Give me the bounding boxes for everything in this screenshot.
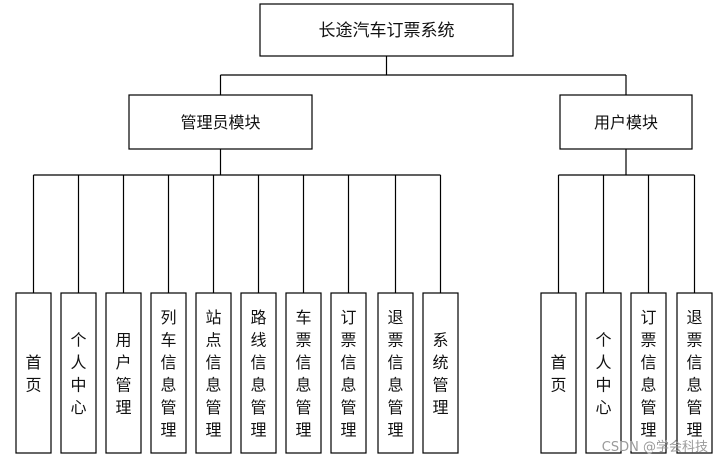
module-admin: 管理员模块 (128, 94, 313, 150)
leaf-box (540, 292, 577, 454)
leaf-box (377, 292, 414, 454)
leaf-box (585, 292, 622, 454)
leaf-box (240, 292, 277, 454)
leaf-box (630, 292, 667, 454)
leaf-label: 站点信息管理 (205, 308, 221, 440)
leaf-node-user-2: 订票信息管理 (630, 292, 667, 454)
leaf-node-admin-3: 列车信息管理 (150, 292, 187, 454)
leaf-node-user-3: 退票信息管理 (676, 292, 713, 454)
leaf-box (676, 292, 713, 454)
leaf-label: 个人中心 (70, 330, 86, 417)
leaf-label: 退票信息管理 (387, 308, 403, 440)
module-user: 用户模块 (559, 94, 693, 150)
leaf-box (15, 292, 52, 454)
leaf-label: 车票信息管理 (295, 308, 311, 440)
leaf-box (285, 292, 322, 454)
connector-lines (32, 56, 696, 293)
leaf-node-admin-5: 路线信息管理 (240, 292, 277, 454)
leaf-label: 路线信息管理 (250, 308, 266, 440)
leaf-label: 订票信息管理 (340, 308, 356, 440)
leaf-label: 列车信息管理 (160, 308, 176, 440)
leaf-label: 首页 (25, 353, 41, 395)
leaf-node-admin-2: 用户管理 (105, 292, 142, 454)
leaf-box (195, 292, 232, 454)
leaf-box (330, 292, 367, 454)
leaf-node-admin-0: 首页 (15, 292, 52, 454)
module-user-label: 用户模块 (594, 113, 658, 132)
watermark: CSDN @学会科技 (601, 440, 708, 455)
leaf-box (105, 292, 142, 454)
leaf-node-admin-6: 车票信息管理 (285, 292, 322, 454)
leaf-label: 退票信息管理 (686, 308, 702, 440)
leaf-node-admin-8: 退票信息管理 (377, 292, 414, 454)
leaf-node-user-1: 个人中心 (585, 292, 622, 454)
leaf-nodes: 首页 个人中心 用户管理 列车信息管理 站点信息管理 路线信息管理 车票信息管理 订票信息管理… (15, 292, 713, 454)
leaf-node-admin-1: 个人中心 (60, 292, 97, 454)
leaf-node-user-0: 首页 (540, 292, 577, 454)
leaf-box (422, 292, 459, 454)
leaf-label: 订票信息管理 (640, 308, 656, 440)
module-admin-label: 管理员模块 (180, 113, 260, 132)
leaf-label: 首页 (550, 353, 566, 395)
leaf-node-admin-9: 系统管理 (422, 292, 459, 454)
leaf-label: 系统管理 (432, 330, 448, 417)
leaf-label: 个人中心 (595, 330, 611, 417)
leaf-box (60, 292, 97, 454)
root-node: 长途汽车订票系统 (259, 3, 514, 57)
root-label: 长途汽车订票系统 (319, 21, 455, 41)
leaf-node-admin-4: 站点信息管理 (195, 292, 232, 454)
leaf-label: 用户管理 (115, 330, 131, 417)
leaf-node-admin-7: 订票信息管理 (330, 292, 367, 454)
leaf-box (150, 292, 187, 454)
